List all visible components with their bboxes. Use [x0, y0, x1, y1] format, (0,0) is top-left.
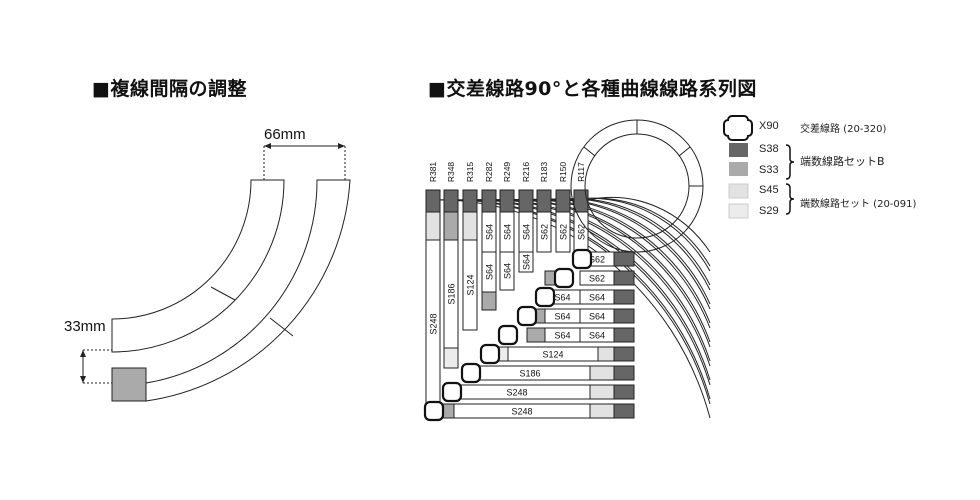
- crossing-x90-piece: [479, 343, 501, 365]
- inner-curve-track: [111, 179, 285, 353]
- radius-label: R183: [539, 162, 549, 183]
- section-title-crossing: ■交差線路90°と各種曲線線路系列図: [428, 78, 757, 100]
- arrow-down-icon: [80, 376, 86, 383]
- vertical-track-label: S62: [559, 224, 569, 240]
- outer-track-fill-piece: [111, 367, 147, 402]
- radius-label: R216: [521, 162, 531, 183]
- spacing-diagram: [80, 143, 351, 402]
- set-091-brace-icon: [785, 183, 795, 215]
- horizontal-track-label: S64: [554, 312, 570, 322]
- s45-swatch: [728, 183, 749, 199]
- loop-joint-right: [678, 146, 691, 157]
- horizontal-track-label: S64: [554, 331, 570, 341]
- set-091-label: 端数線路セット (20-091): [800, 199, 917, 210]
- vertical-track-label: S248: [429, 313, 439, 334]
- offset-dimension-label: 33mm: [64, 318, 106, 335]
- crossing-x90-piece: [497, 324, 519, 346]
- vertical-track-segment: [462, 239, 478, 331]
- vertical-track-label: S64: [522, 254, 532, 270]
- horizontal-track-segment: [613, 346, 635, 362]
- loop-track: [570, 119, 704, 253]
- horizontal-track-segment: [613, 384, 635, 400]
- s33-swatch: [729, 162, 748, 176]
- radius-label: R150: [558, 162, 568, 183]
- horizontal-track-label: S64: [554, 293, 570, 303]
- horizontal-track-label: S64: [589, 312, 605, 322]
- outer-track-joint: [269, 317, 294, 337]
- arc-outer-rail-8: [573, 197, 711, 267]
- horizontal-track-segment: [613, 327, 635, 343]
- loop-joint-left: [583, 146, 596, 157]
- radius-label: R117: [576, 162, 586, 182]
- vertical-track-label: S62: [540, 224, 550, 240]
- horizontal-track-label: S124: [542, 350, 563, 360]
- spacing-dimension-label: 66mm: [264, 126, 306, 143]
- radius-label: R315: [465, 162, 475, 183]
- vertical-track-segment: [443, 347, 459, 369]
- arc-inner-rail-3: [495, 199, 711, 348]
- radius-label: R381: [428, 162, 438, 183]
- x90-label: X90: [759, 120, 779, 132]
- horizontal-track-segment: [613, 365, 635, 381]
- vertical-track-segment: [536, 211, 552, 253]
- s33-label: S33: [759, 164, 779, 176]
- section-title-spacing: ■複線間隔の調整: [92, 78, 247, 100]
- vertical-track-segment: [555, 211, 571, 253]
- set-b-brace-icon: [785, 144, 795, 180]
- vertical-track-label: S64: [503, 263, 513, 279]
- vertical-track-label: S64: [503, 224, 513, 240]
- horizontal-track-label: S62: [589, 255, 605, 265]
- vertical-track-label: S64: [485, 224, 495, 240]
- arrow-left-icon: [264, 143, 271, 149]
- vertical-track-label: S64: [485, 264, 495, 280]
- horizontal-track-segment: [613, 403, 635, 419]
- arrow-up-icon: [80, 350, 86, 357]
- s45-label: S45: [759, 184, 779, 196]
- x90-description: 交差線路 (20-320): [800, 124, 887, 135]
- horizontal-track-label: S248: [511, 407, 532, 417]
- radius-labels: R381 R348 R315 R282 R249 R216 R183 R150 R117: [428, 162, 586, 183]
- set-b-label: 端数線路セットB: [800, 155, 885, 168]
- arrow-right-icon: [338, 143, 345, 149]
- vertical-track-label: S64: [522, 224, 532, 240]
- vertical-track-label: S124: [466, 274, 476, 295]
- crossing-pieces: [423, 248, 593, 422]
- crossing-legend-icon: [723, 115, 753, 141]
- radius-label: R249: [502, 162, 512, 183]
- s38-label: S38: [759, 143, 779, 155]
- s38-swatch: [729, 143, 748, 157]
- radius-label: R348: [446, 162, 456, 183]
- crossing-x90-piece: [441, 381, 463, 403]
- crossing-x90-piece: [553, 267, 575, 289]
- crossing-x90-piece: [516, 305, 538, 327]
- horizontal-track-label: S186: [519, 369, 540, 379]
- arc-inner-rail-8: [587, 196, 711, 253]
- horizontal-track-segment: [613, 251, 635, 267]
- vertical-track-label: S62: [577, 224, 587, 240]
- horizontal-track-segment: [613, 270, 635, 286]
- crossing-x90-piece: [534, 286, 556, 308]
- crossing-x90-piece: [460, 362, 482, 384]
- crossing-x90-piece: [423, 400, 445, 422]
- horizontal-track-segment: [613, 289, 635, 305]
- horizontal-track-label: S64: [589, 331, 605, 341]
- vertical-track-segment: [518, 251, 534, 273]
- vertical-track-label: S186: [447, 283, 457, 304]
- inner-track-joint: [210, 286, 236, 301]
- vertical-track-segment: [499, 251, 515, 291]
- crossing-x90-piece: [571, 248, 593, 270]
- horizontal-track-label: S248: [506, 388, 527, 398]
- horizontal-track-label: S62: [589, 274, 605, 284]
- horizontal-track-label: S64: [589, 293, 605, 303]
- s29-swatch: [728, 203, 749, 219]
- radius-label: R282: [484, 162, 494, 183]
- s29-label: S29: [759, 205, 779, 217]
- vertical-track-segment: [481, 291, 497, 311]
- horizontal-track-segment: [613, 308, 635, 324]
